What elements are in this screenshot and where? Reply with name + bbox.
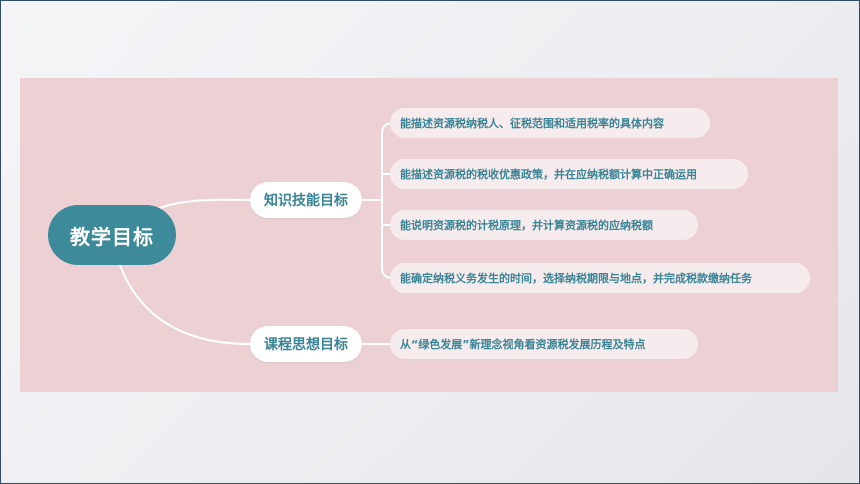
root-to-branch-1-connector [149,198,251,213]
root-to-branch-2-connector [119,264,251,345]
leaf-taxpayer-scope-rates: 能描述资源税纳税人、征税范围和适用税率的具体内容 [390,108,710,138]
branch-1-bracket [381,122,394,279]
branch-course-ideology: 课程思想目标 [250,326,362,362]
leaf-tax-incentives: 能描述资源税的税收优惠政策，并在应纳税额计算中正确运用 [390,159,748,189]
branch-knowledge-skills: 知识技能目标 [250,182,362,218]
leaf-tax-calculation: 能说明资源税的计税原理，并计算资源税的应纳税额 [390,210,698,240]
leaf-tax-payment: 能确定纳税义务发生的时间，选择纳税期限与地点，并完成税款缴纳任务 [390,263,810,293]
leaf-green-development: 从“绿色发展”新理念视角看资源税发展历程及特点 [390,329,698,359]
root-node: 教学目标 [48,205,176,265]
